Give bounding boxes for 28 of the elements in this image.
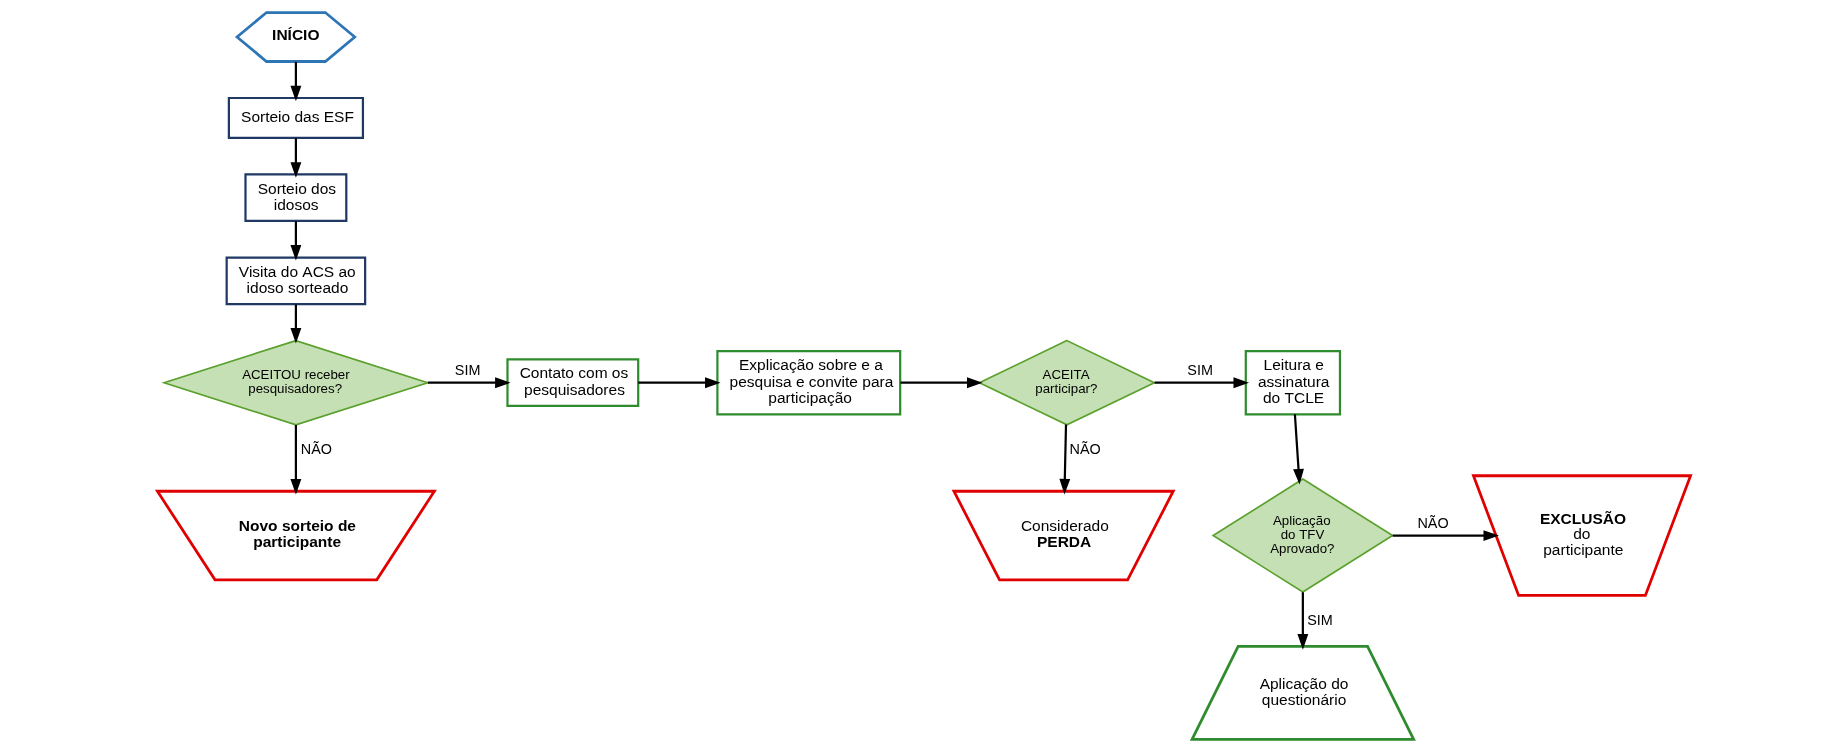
node-box: Leitura e assinatura do TCLE	[1244, 350, 1342, 416]
arrow	[1154, 377, 1250, 389]
edge-label: SIM	[454, 362, 481, 379]
node-box: Visita do ACS ao idoso sorteado	[225, 256, 367, 306]
node-box: Sorteio das ESF	[227, 96, 365, 139]
arrow	[290, 304, 302, 344]
edge-label: NÃO	[300, 441, 332, 458]
arrow	[1059, 424, 1071, 495]
node-diamond: ACEITOU receber pesquisadores?	[161, 339, 431, 426]
arrow	[638, 377, 721, 389]
node-box: Explicação sobre e a pesquisa e convite para participação	[716, 350, 902, 416]
edge-label: NÃO	[1417, 515, 1449, 532]
arrow	[290, 138, 302, 178]
node-diamond: Aplicação do TFV Aprovado?	[1211, 478, 1395, 594]
arrow	[290, 221, 302, 261]
arrow	[1297, 592, 1309, 650]
arrow	[290, 61, 302, 102]
arrow	[1392, 530, 1499, 541]
edge-label: SIM	[1307, 611, 1333, 628]
edge-label: NÃO	[1069, 441, 1101, 458]
arrow	[1293, 414, 1304, 485]
node-diamond: ACEITA participar?	[977, 339, 1157, 426]
node-box: Contato com os pesquisadores	[506, 358, 640, 408]
arrow	[900, 377, 983, 389]
edge-label: SIM	[1187, 362, 1213, 379]
node-box: Sorteio dos idosos	[244, 173, 348, 223]
arrow	[290, 424, 302, 495]
arrow	[427, 377, 511, 389]
